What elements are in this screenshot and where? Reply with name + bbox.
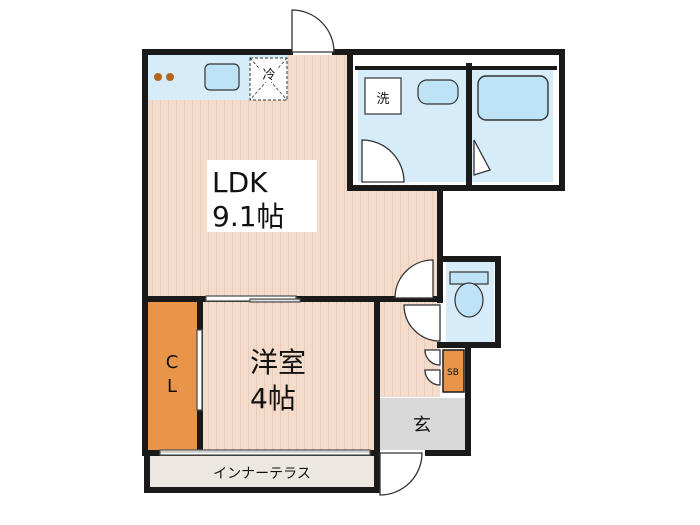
stove-burner-icon	[166, 73, 174, 81]
closet	[148, 302, 198, 450]
stove-burner-icon	[154, 73, 162, 81]
washing-machine-space	[364, 77, 402, 115]
wash-basin-icon	[417, 79, 459, 105]
entrance-floor	[378, 398, 466, 450]
washer-label: 洗	[376, 92, 389, 107]
shoe-box	[442, 349, 465, 393]
kitchen-sink-icon	[204, 63, 240, 91]
closet-label-line2: L	[167, 376, 177, 397]
closet-label-line1: C	[166, 352, 179, 373]
toilet-door-icon	[403, 304, 441, 342]
front-door-icon	[379, 452, 423, 496]
toilet-tank	[449, 271, 489, 285]
inner-terrace-floor	[150, 456, 374, 488]
fridge-label: 冷	[262, 68, 275, 83]
bath-door-icon	[473, 139, 491, 176]
ldk-size-label: 9.1帖	[212, 200, 285, 233]
western-room-name-label: 洋室	[250, 346, 306, 379]
inner-terrace-label: インナーテラス	[213, 466, 311, 482]
balcony-door-icon	[291, 9, 335, 53]
western-room-floor	[203, 302, 375, 450]
shoe-box-label: SB	[447, 368, 459, 378]
entrance-label: 玄	[413, 415, 431, 436]
shoebox-door-icon	[424, 349, 441, 366]
washroom-door-icon	[361, 139, 405, 183]
ldk-name-label: LDK	[212, 166, 268, 199]
swing-doors	[291, 9, 491, 496]
bathtub-icon	[477, 75, 549, 121]
shoebox-door-icon	[424, 369, 441, 386]
sliding-doors	[159, 295, 371, 456]
ldk-door-icon	[394, 259, 434, 299]
western-room-size-label: 4帖	[250, 382, 296, 415]
toilet-bowl-icon	[454, 282, 484, 318]
